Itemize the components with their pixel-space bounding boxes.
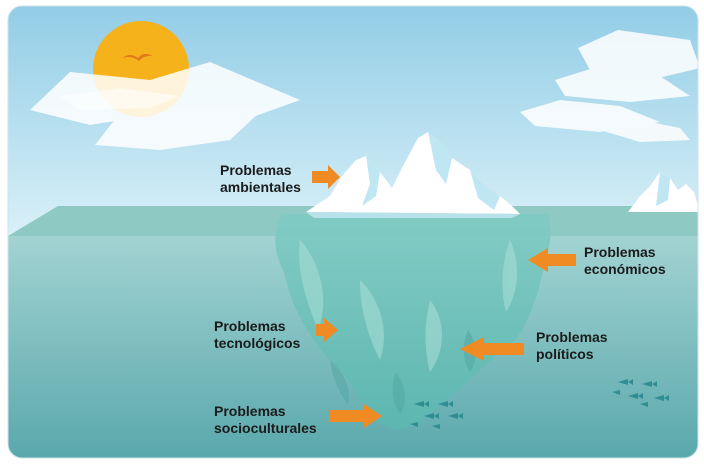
arrow-icon: [330, 404, 382, 428]
label-problemas-politicos: Problemas políticos: [536, 329, 608, 363]
label-line: Problemas: [536, 329, 608, 345]
iceberg-underwater: [275, 214, 551, 429]
fish-icon: [410, 401, 463, 429]
label-problemas-socioculturales: Problemas socioculturales: [214, 403, 317, 437]
label-line: tecnológicos: [214, 335, 301, 351]
label-line: socioculturales: [214, 420, 317, 436]
iceberg-tip: [306, 132, 520, 214]
label-problemas-economicos: Problemas económicos: [584, 244, 666, 278]
label-problemas-tecnologicos: Problemas tecnológicos: [214, 318, 300, 352]
label-line: Problemas: [584, 244, 656, 260]
arrow-icon: [460, 337, 524, 361]
cloud-icon: [520, 30, 698, 142]
arrow-icon: [528, 248, 576, 272]
label-line: Problemas: [214, 318, 286, 334]
arrow-icon: [316, 318, 338, 342]
label-line: políticos: [536, 346, 594, 362]
bird-icon: [122, 53, 152, 61]
arrow-icon: [312, 165, 340, 189]
label-problemas-ambientales: Problemas ambientales: [220, 162, 301, 196]
label-line: ambientales: [220, 179, 301, 195]
label-line: Problemas: [220, 162, 292, 178]
fish-icon: [612, 379, 669, 407]
label-line: Problemas: [214, 403, 286, 419]
label-line: económicos: [584, 261, 666, 277]
